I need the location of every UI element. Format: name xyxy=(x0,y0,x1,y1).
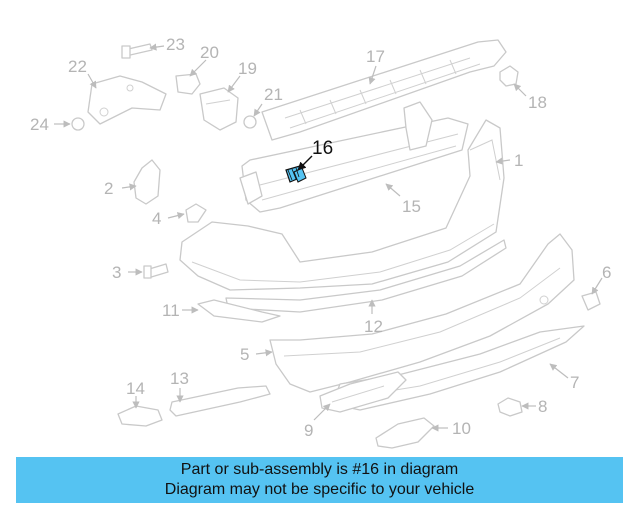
callout-9: 9 xyxy=(304,421,313,440)
part-3-screw xyxy=(143,263,169,279)
callout-6: 6 xyxy=(602,263,611,282)
callout-13: 13 xyxy=(170,369,189,388)
callout-21: 21 xyxy=(264,85,283,104)
part-8-retainer xyxy=(497,397,523,417)
parts-diagram: 1 2 3 4 5 6 7 8 9 10 11 12 13 14 15 16 1… xyxy=(30,35,611,449)
part-14-reflector xyxy=(117,405,163,427)
callout-2: 2 xyxy=(104,179,113,198)
part-1-bumper-cover xyxy=(179,119,505,291)
part-20-fastener xyxy=(175,73,201,95)
callout-23: 23 xyxy=(166,35,185,54)
callout-16-highlighted: 16 xyxy=(312,138,333,159)
part-23-bolt xyxy=(121,43,153,59)
info-banner: Part or sub-assembly is #16 in diagram D… xyxy=(16,457,623,503)
callout-8: 8 xyxy=(538,397,547,416)
part-22-bracket xyxy=(87,75,167,125)
part-15-reinforcement xyxy=(239,101,469,213)
part-21-nut xyxy=(243,115,257,129)
part-6-clip xyxy=(581,291,601,311)
leader-lines xyxy=(54,43,603,432)
part-18-nut xyxy=(499,65,519,87)
callout-7: 7 xyxy=(570,373,579,392)
callout-24: 24 xyxy=(30,115,49,134)
callout-3: 3 xyxy=(112,263,121,282)
callout-12: 12 xyxy=(364,317,383,336)
part-2-sensor xyxy=(133,159,161,205)
part-5-lower-cover xyxy=(269,233,575,393)
callout-20: 20 xyxy=(200,43,219,62)
part-12-trim xyxy=(225,239,507,313)
callout-1: 1 xyxy=(514,151,523,170)
callout-15: 15 xyxy=(402,197,421,216)
callout-17: 17 xyxy=(366,47,385,66)
callout-11: 11 xyxy=(162,301,180,320)
callout-5: 5 xyxy=(240,345,249,364)
part-24-plug xyxy=(71,117,85,131)
part-11-molding xyxy=(197,299,281,323)
callout-18: 18 xyxy=(528,93,547,112)
callout-4: 4 xyxy=(152,209,161,228)
part-17-absorber xyxy=(261,39,507,141)
part-4-pin xyxy=(185,203,207,223)
part-13-reflector xyxy=(169,385,271,417)
callout-19: 19 xyxy=(238,59,257,78)
callout-22: 22 xyxy=(68,57,87,76)
banner-line-2: Diagram may not be specific to your vehi… xyxy=(164,481,475,498)
banner-line-1: Part or sub-assembly is #16 in diagram xyxy=(180,461,459,478)
callout-14: 14 xyxy=(126,379,145,398)
part-10-exhaust-tip xyxy=(375,417,435,449)
callout-10: 10 xyxy=(452,419,471,438)
part-19-mount xyxy=(199,87,239,131)
